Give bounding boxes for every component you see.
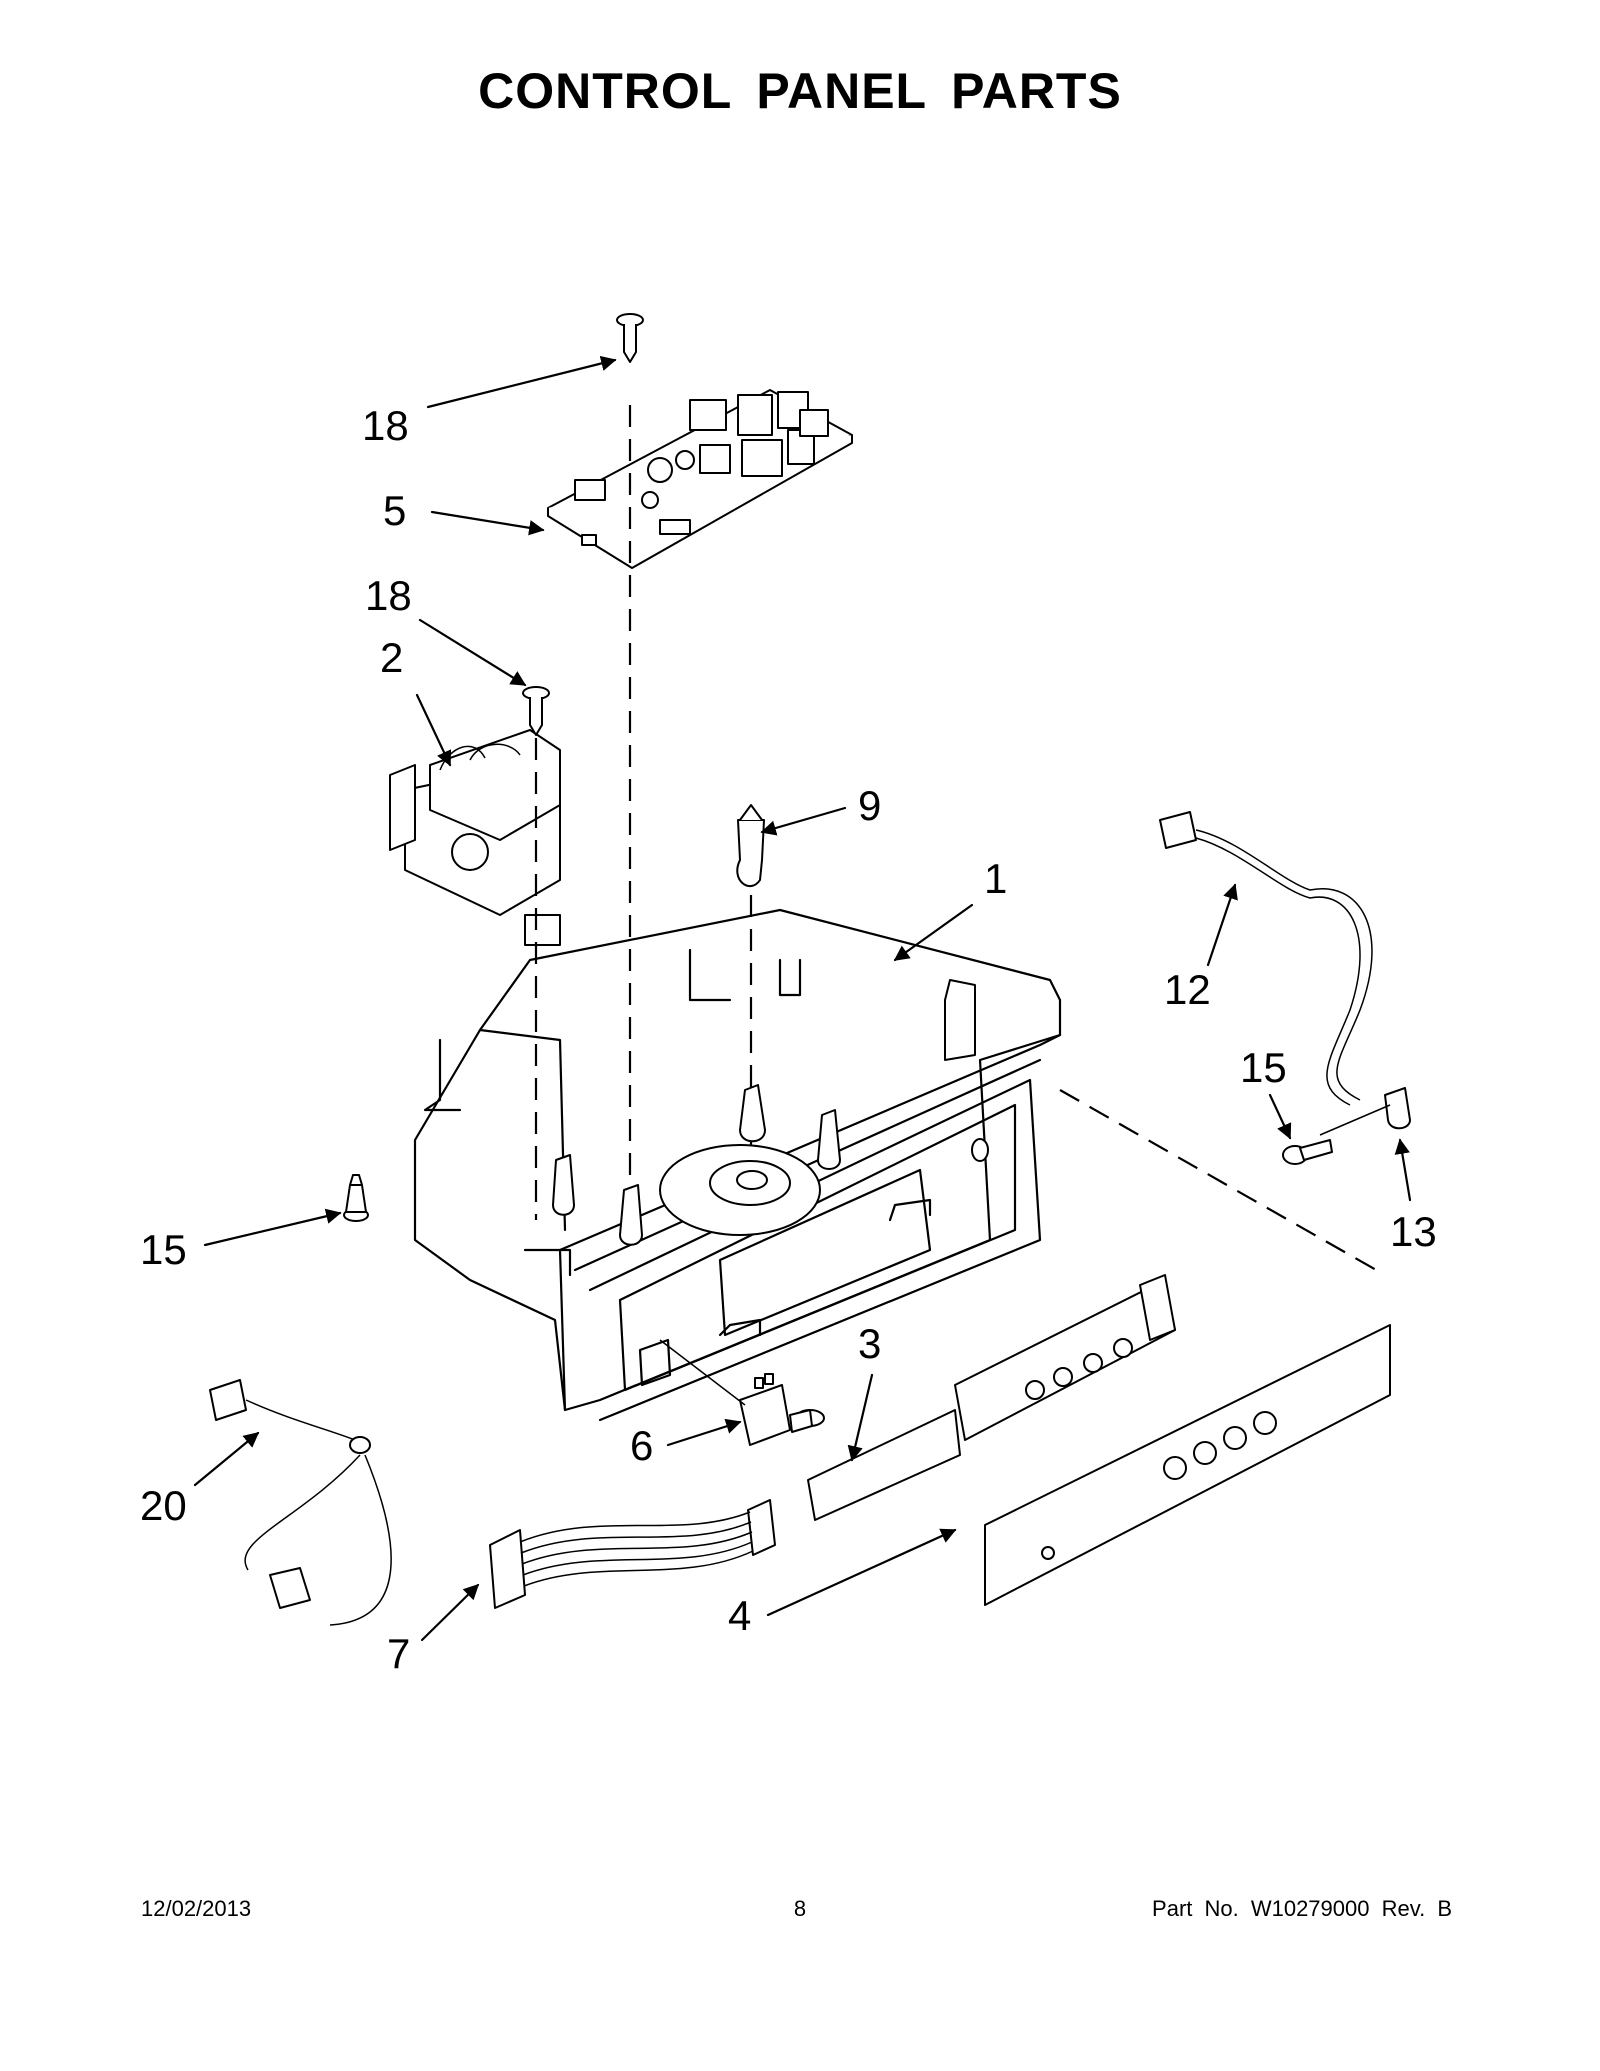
footer-part-number: Part No. W10279000 Rev. B — [1152, 1896, 1452, 1921]
front-panel-part-4 — [984, 1089, 1391, 1606]
screw-part-18-mid — [522, 686, 550, 1220]
screw-part-18-top — [616, 313, 644, 1180]
control-board-part-5 — [547, 389, 853, 569]
switch-part-6 — [659, 1339, 825, 1446]
housing-part-1 — [413, 908, 1062, 1422]
callout-7: 7 — [387, 1630, 410, 1677]
transformer-part-2 — [389, 729, 561, 946]
page-title: CONTROL PANEL PARTS — [478, 63, 1122, 119]
overlay-part-3 — [807, 1409, 961, 1521]
screw-part-15-right — [1282, 1139, 1333, 1165]
footer-date: 12/02/2013 — [141, 1896, 252, 1921]
callout-15-left: 15 — [140, 1226, 187, 1273]
callout-1: 1 — [984, 855, 1007, 902]
callout-20: 20 — [140, 1482, 187, 1529]
callout-9: 9 — [858, 782, 881, 829]
callout-18-top: 18 — [362, 402, 409, 449]
callout-3: 3 — [858, 1320, 881, 1367]
sensor-harness-part-20 — [209, 1379, 392, 1626]
wire-harness-part-7 — [489, 1499, 776, 1609]
callout-4: 4 — [728, 1592, 751, 1639]
clip-part-13 — [1319, 1087, 1411, 1136]
bulb-part-9 — [736, 804, 765, 1180]
callout-2: 2 — [380, 634, 403, 681]
callout-15-right: 15 — [1240, 1044, 1287, 1091]
callout-6: 6 — [630, 1422, 653, 1469]
callout-18-mid: 18 — [365, 572, 412, 619]
harness-part-12 — [1159, 811, 1373, 1106]
callout-12: 12 — [1164, 966, 1211, 1013]
button-board — [954, 1274, 1176, 1441]
callout-13: 13 — [1390, 1208, 1437, 1255]
callout-5: 5 — [383, 487, 406, 534]
footer-page-number: 8 — [793, 1896, 807, 1921]
screw-part-15-left — [343, 1174, 369, 1222]
